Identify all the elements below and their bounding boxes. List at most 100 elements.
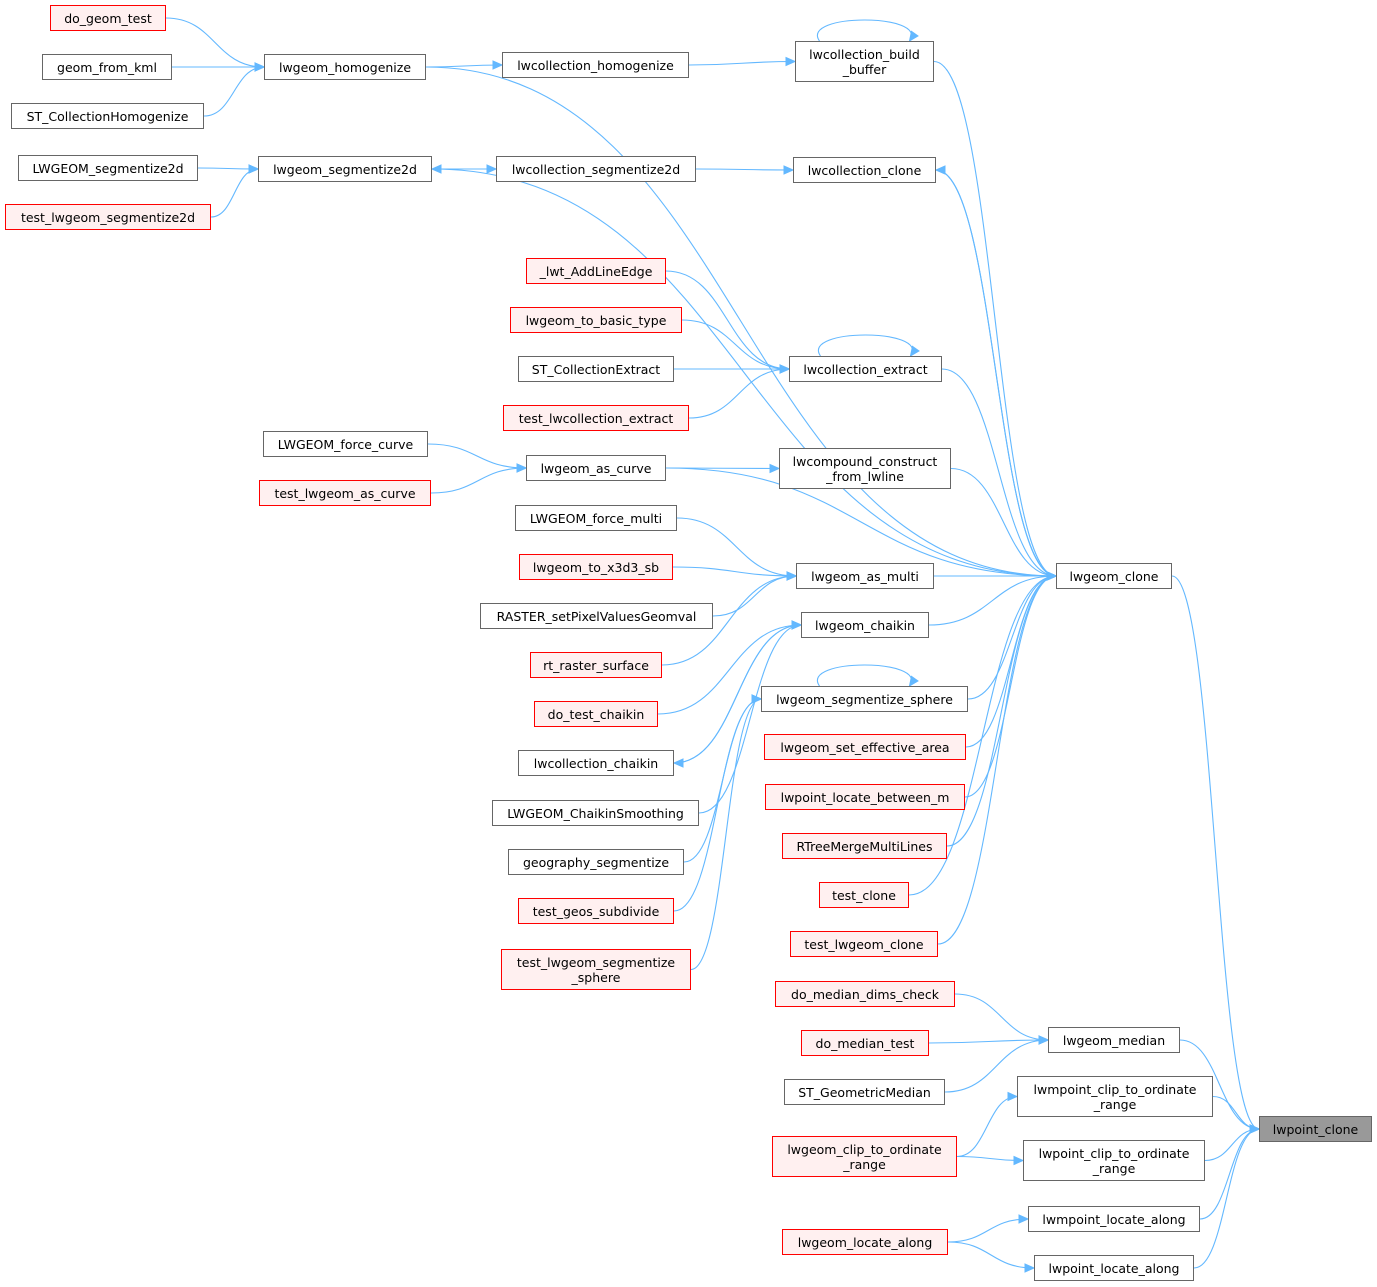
edge-test-geos-subdivide-to-lwgeom-segmentize-sphere [673, 698, 762, 912]
edge-do-median-test-to-lwgeom-median [928, 1039, 1049, 1044]
edge-lwgeom-locate-along-to-lwmpoint-locate-along [947, 1218, 1029, 1243]
node-lwcollection-homogenize[interactable]: lwcollection_homogenize [502, 52, 689, 78]
node-lwcollection-extract[interactable]: lwcollection_extract [789, 356, 942, 382]
edge-lwcollection-homogenize-to-lwcollection-build-buffer-arrowhead [785, 56, 797, 67]
edge-st-geometricmedian-to-lwgeom-median-arrowhead [1038, 1035, 1050, 1045]
node-geom-from-kml[interactable]: geom_from_kml [42, 54, 172, 80]
edge-test-lwcollection-extract-to-lwcollection-extract [688, 368, 790, 419]
edge-lwgeom-locate-along-to-lwpoint-locate-along [947, 1241, 1035, 1269]
node-lwgeom-locate-along[interactable]: lwgeom_locate_along [782, 1229, 948, 1255]
edge-lwt-addlineedge-to-lwcollection-extract [665, 270, 790, 370]
node-lwgeom-homogenize[interactable]: lwgeom_homogenize [264, 54, 426, 80]
node-lwgeom-clip-to-ordinate-range[interactable]: lwgeom_clip_to_ordinate _range [772, 1136, 957, 1177]
node-lwgeom-segmentize2d-sql[interactable]: LWGEOM_segmentize2d [18, 155, 198, 181]
node-lwcollection-clone[interactable]: lwcollection_clone [793, 157, 936, 183]
node-st-geometricmedian[interactable]: ST_GeometricMedian [784, 1079, 945, 1105]
edge-lwcollection-build-buffer-to-lwgeom-clone [933, 60, 1057, 577]
node-lwmpoint-clip-to-ordinate-range[interactable]: lwmpoint_clip_to_ordinate _range [1017, 1076, 1213, 1117]
edge-lwcompound-construct-from-lwline-to-lwgeom-clone [950, 467, 1057, 577]
edge-test-lwgeom-as-curve-to-lwgeom-as-curve [430, 467, 527, 494]
node-test-clone[interactable]: test_clone [819, 882, 909, 908]
node-st-collectionhomogenize[interactable]: ST_CollectionHomogenize [11, 103, 204, 129]
node-lwcompound-construct-from-lwline[interactable]: lwcompound_construct _from_lwline [779, 448, 951, 489]
node-geography-segmentize[interactable]: geography_segmentize [508, 849, 684, 875]
edge-lwgeom-clone-to-lwcollection-clone-arrowhead [934, 165, 946, 175]
edge-lwgeom-clip-to-ordinate-range-to-lwpoint-clip-to-ordinate-range [956, 1155, 1024, 1162]
node-lwgeom-force-curve[interactable]: LWGEOM_force_curve [263, 431, 428, 457]
node-test-lwgeom-segmentize-sphere[interactable]: test_lwgeom_segmentize _sphere [501, 949, 691, 990]
node-lwgeom-chaikinsmoothing[interactable]: LWGEOM_ChaikinSmoothing [492, 800, 699, 826]
edge-lwcollection-segmentize2d-to-lwcollection-clone-arrowhead [783, 165, 795, 175]
edge-lwgeom-segmentize-sphere-to-lwgeom-segmentize-sphere [816, 664, 913, 687]
node-lwgeom-as-curve[interactable]: lwgeom_as_curve [526, 455, 666, 481]
edge-lwgeom-force-multi-to-lwgeom-as-multi [676, 517, 797, 577]
node-lwgeom-to-x3d3-sb[interactable]: lwgeom_to_x3d3_sb [519, 554, 673, 580]
edge-lwgeom-locate-along-to-lwmpoint-locate-along-arrowhead [1018, 1214, 1030, 1224]
node-do-median-dims-check[interactable]: do_median_dims_check [775, 981, 955, 1007]
node-lwpoint-locate-between-m[interactable]: lwpoint_locate_between_m [765, 784, 965, 810]
edge-test-lwcollection-extract-to-lwcollection-extract-arrowhead [779, 364, 791, 374]
node-lwgeom-force-multi[interactable]: LWGEOM_force_multi [515, 505, 677, 531]
node-lwgeom-segmentize2d[interactable]: lwgeom_segmentize2d [258, 156, 432, 182]
node-lwgeom-clone[interactable]: lwgeom_clone [1056, 563, 1172, 589]
edge-lwgeom-locate-along-to-lwpoint-locate-along-arrowhead [1024, 1263, 1036, 1273]
node-lwt-addlineedge[interactable]: _lwt_AddLineEdge [526, 258, 666, 284]
node-do-geom-test[interactable]: do_geom_test [50, 5, 166, 31]
node-do-median-test[interactable]: do_median_test [801, 1030, 929, 1056]
node-lwgeom-median[interactable]: lwgeom_median [1048, 1027, 1180, 1053]
node-lwgeom-set-effective-area[interactable]: lwgeom_set_effective_area [764, 734, 966, 760]
node-lwpoint-locate-along[interactable]: lwpoint_locate_along [1034, 1255, 1194, 1281]
edge-test-lwgeom-segmentize-sphere-to-lwgeom-segmentize-sphere-arrowhead [751, 694, 763, 704]
node-lwgeom-as-multi[interactable]: lwgeom_as_multi [796, 563, 934, 589]
node-do-test-chaikin[interactable]: do_test_chaikin [534, 701, 658, 727]
node-lwcollection-build-buffer[interactable]: lwcollection_build _buffer [795, 41, 934, 82]
edge-do-median-dims-check-to-lwgeom-median [954, 993, 1049, 1041]
edge-lwgeom-segmentize2d-to-lwgeom-clone [431, 168, 1057, 577]
edge-lwgeom-to-basic-type-to-lwcollection-extract [681, 319, 790, 370]
node-raster-setpixelvaluesgeomval[interactable]: RASTER_setPixelValuesGeomval [480, 603, 713, 629]
node-st-collectionextract[interactable]: ST_CollectionExtract [518, 356, 674, 382]
node-test-geos-subdivide[interactable]: test_geos_subdivide [518, 898, 674, 924]
edge-lwmpoint-locate-along-to-lwpoint-clone [1199, 1128, 1260, 1220]
edge-lwgeom-clip-to-ordinate-range-to-lwpoint-clip-to-ordinate-range-arrowhead [1013, 1155, 1025, 1166]
node-rt-raster-surface[interactable]: rt_raster_surface [530, 652, 662, 678]
edge-lwgeom-homogenize-to-lwcollection-homogenize-arrowhead [492, 60, 504, 70]
edge-st-collectionhomogenize-to-lwgeom-homogenize-arrowhead [254, 62, 266, 72]
edge-lwcollection-homogenize-to-lwcollection-build-buffer [688, 60, 796, 66]
edge-lwgeom-homogenize-to-lwgeom-clone [425, 66, 1057, 577]
edge-test-lwgeom-as-curve-to-lwgeom-as-curve-arrowhead [516, 463, 528, 473]
edge-lwpoint-clip-to-ordinate-range-to-lwpoint-clone [1204, 1128, 1260, 1162]
node-lwpoint-clone[interactable]: lwpoint_clone [1259, 1116, 1372, 1142]
edge-do-test-chaikin-to-lwgeom-chaikin [657, 624, 802, 715]
edge-lwcollection-extract-to-lwcollection-extract-arrowhead [909, 345, 920, 358]
node-test-lwgeom-clone[interactable]: test_lwgeom_clone [790, 931, 938, 957]
edge-lwgeom-clip-to-ordinate-range-to-lwmpoint-clip-to-ordinate-range-arrowhead [1007, 1091, 1019, 1102]
node-rtreemergemultilines[interactable]: RTreeMergeMultiLines [782, 833, 947, 859]
node-lwcollection-segmentize2d[interactable]: lwcollection_segmentize2d [496, 156, 696, 182]
edge-lwcollection-segmentize2d-to-lwcollection-clone [695, 168, 794, 171]
edge-lwgeom-segmentize-sphere-to-lwgeom-segmentize-sphere-arrowhead [908, 675, 919, 688]
node-test-lwgeom-segmentize2d[interactable]: test_lwgeom_segmentize2d [5, 204, 211, 230]
edge-lwgeom-chaikin-to-lwcollection-chaikin [673, 624, 802, 764]
node-lwcollection-chaikin[interactable]: lwcollection_chaikin [518, 750, 674, 776]
node-test-lwcollection-extract[interactable]: test_lwcollection_extract [503, 405, 689, 431]
edge-test-lwgeom-segmentize-sphere-to-lwgeom-segmentize-sphere [690, 698, 762, 971]
edge-lwcollection-extract-to-lwcollection-extract [817, 334, 914, 357]
node-lwgeom-to-basic-type[interactable]: lwgeom_to_basic_type [510, 307, 682, 333]
node-lwpoint-clip-to-ordinate-range[interactable]: lwpoint_clip_to_ordinate _range [1023, 1140, 1205, 1181]
node-lwgeom-chaikin[interactable]: lwgeom_chaikin [801, 612, 929, 638]
edge-lwgeom-clone-to-lwpoint-clone [1171, 575, 1260, 1130]
edge-test-lwgeom-clone-to-lwgeom-clone [937, 575, 1057, 945]
node-lwmpoint-locate-along[interactable]: lwmpoint_locate_along [1028, 1206, 1200, 1232]
edge-test-lwgeom-segmentize2d-to-lwgeom-segmentize2d-arrowhead [248, 164, 260, 174]
edge-lwgeom-to-x3d3-sb-to-lwgeom-as-multi [672, 566, 797, 577]
edge-lwpoint-locate-along-to-lwpoint-clone-arrowhead [1249, 1124, 1261, 1134]
edge-do-geom-test-to-lwgeom-homogenize [165, 17, 265, 68]
node-lwgeom-segmentize-sphere[interactable]: lwgeom_segmentize_sphere [761, 686, 968, 712]
node-test-lwgeom-as-curve[interactable]: test_lwgeom_as_curve [259, 480, 431, 506]
edge-test-lwgeom-segmentize2d-to-lwgeom-segmentize2d [210, 168, 259, 218]
edge-lwcollection-build-buffer-to-lwcollection-build-buffer [816, 19, 913, 42]
edge-lwpoint-locate-between-m-to-lwgeom-clone [964, 575, 1057, 798]
